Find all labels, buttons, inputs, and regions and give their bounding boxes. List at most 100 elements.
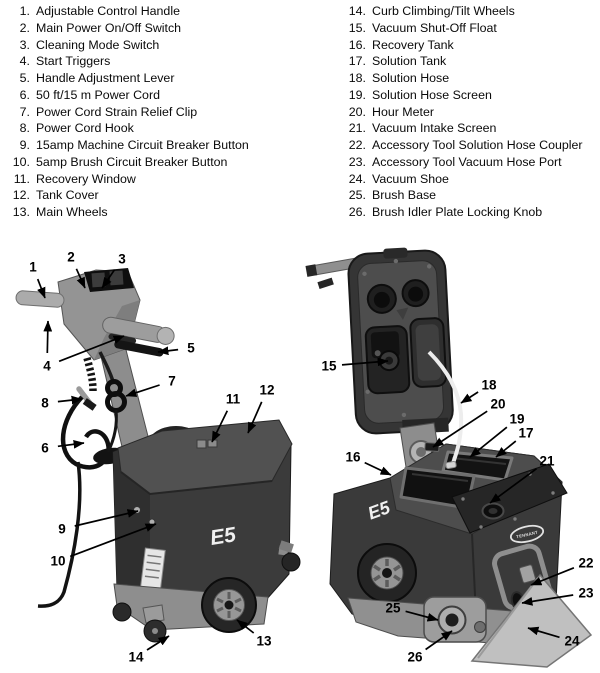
callout-arrow bbox=[58, 335, 125, 363]
callout-number: 26 bbox=[407, 650, 423, 665]
handle-rod-nub bbox=[317, 277, 334, 289]
parts-list-item: 9.15amp Machine Circuit Breaker Button bbox=[8, 137, 304, 154]
spec-plaque-shape bbox=[140, 547, 166, 590]
part-label: Solution Hose Screen bbox=[372, 87, 492, 102]
brand-logo-oval: TENNANT bbox=[509, 524, 545, 544]
open-lid-shape bbox=[347, 247, 454, 435]
part-label: Start Triggers bbox=[36, 54, 111, 69]
callout-18: 18 bbox=[460, 378, 497, 404]
callout-number: 22 bbox=[578, 556, 593, 571]
callout-number: 13 bbox=[256, 634, 272, 649]
callout-24: 24 bbox=[527, 626, 580, 649]
solution-hose-shape bbox=[427, 350, 464, 467]
callout-arrow bbox=[57, 395, 83, 405]
part-number: 2. bbox=[19, 20, 30, 35]
part-number: 8. bbox=[19, 121, 30, 136]
parts-list-item: 7. Power Cord Strain Relief Clip bbox=[8, 104, 304, 121]
part-number: 22. bbox=[348, 138, 366, 152]
part-number: 1. bbox=[19, 4, 30, 18]
parts-list-item: 17.Solution Tank bbox=[344, 53, 600, 70]
handle-adjustment-lever-shape bbox=[114, 339, 164, 357]
power-switch-panel bbox=[84, 268, 134, 292]
part-number: 24. bbox=[348, 171, 366, 186]
rear-caster-shape bbox=[112, 602, 132, 622]
callout-2: 2 bbox=[67, 250, 86, 289]
part-number: 11. bbox=[13, 171, 30, 186]
parts-list-item: 8. Power Cord Hook bbox=[8, 120, 304, 137]
parts-list-item: 5.Handle Adjustment Lever bbox=[8, 70, 304, 87]
callout-arrow bbox=[425, 630, 453, 651]
callout-1: 1 bbox=[29, 260, 46, 299]
part-number: 7. bbox=[19, 104, 30, 119]
machine-front-left-view-illustration: E5 bbox=[15, 268, 301, 643]
parts-list-item: 16. Recovery Tank bbox=[344, 37, 600, 54]
callout-number: 20 bbox=[490, 397, 505, 412]
callout-arrow bbox=[36, 278, 46, 299]
callout-number: 24 bbox=[564, 634, 580, 649]
part-number: 16. bbox=[348, 37, 366, 52]
callout-number: 23 bbox=[578, 586, 594, 601]
callout-3: 3 bbox=[101, 252, 126, 289]
part-number: 4. bbox=[19, 54, 30, 69]
callout-arrow bbox=[341, 357, 389, 367]
callout-22: 22 bbox=[530, 556, 594, 586]
part-label: Vacuum Shut-Off Float bbox=[372, 20, 497, 35]
parts-list-item: 11.Recovery Window bbox=[8, 171, 304, 188]
part-label: 50 ft/15 m Power Cord bbox=[36, 87, 160, 102]
part-label: Brush Idler Plate Locking Knob bbox=[372, 205, 543, 219]
part-label: Cleaning Mode Switch bbox=[36, 37, 160, 52]
part-label: 5amp Brush Circuit Breaker Button bbox=[36, 154, 228, 169]
callout-5: 5 bbox=[157, 341, 195, 356]
callout-7: 7 bbox=[125, 374, 176, 397]
part-number: 6. bbox=[19, 87, 30, 102]
callout-arrow bbox=[211, 410, 229, 443]
part-label: Vacuum Shoe bbox=[372, 171, 449, 186]
parts-list-item: 22.Accessory Tool Solution Hose Coupler bbox=[344, 137, 600, 154]
part-label: Power Cord Strain Relief Clip bbox=[36, 104, 198, 119]
part-label: Solution Tank bbox=[372, 54, 447, 69]
callout-number: 1 bbox=[29, 260, 37, 275]
parts-list-item: 20.Hour Meter bbox=[344, 104, 600, 121]
callout-number: 12 bbox=[259, 383, 274, 398]
callout-number: 6 bbox=[41, 441, 49, 456]
callout-number: 17 bbox=[518, 426, 533, 441]
part-label: Main Power On/Off Switch bbox=[36, 20, 182, 35]
callout-number: 16 bbox=[345, 450, 361, 465]
part-label: Recovery Tank bbox=[372, 37, 454, 52]
part-label: Power Cord Hook bbox=[36, 121, 134, 136]
callout-9: 9 bbox=[58, 509, 139, 537]
part-label: Accessory Tool Vacuum Hose Port bbox=[372, 154, 562, 169]
callout-25: 25 bbox=[385, 601, 439, 622]
parts-list-item: 26.Brush Idler Plate Locking Knob bbox=[344, 204, 600, 221]
callout-arrow bbox=[495, 440, 517, 458]
callout-number: 25 bbox=[385, 601, 401, 616]
parts-list-item: 18.Solution Hose bbox=[344, 70, 600, 87]
callout-arrow bbox=[125, 384, 160, 397]
parts-list-item: 13.Main Wheels bbox=[8, 204, 304, 221]
part-number: 21. bbox=[348, 121, 366, 136]
main-wheel-shape bbox=[201, 577, 257, 633]
callout-arrow bbox=[364, 461, 392, 476]
parts-list-item: 2. Main Power On/Off Switch bbox=[8, 20, 304, 37]
part-label: Hour Meter bbox=[372, 104, 434, 119]
parts-list-item: 4. Start Triggers bbox=[8, 53, 304, 70]
callout-number: 10 bbox=[50, 554, 65, 569]
tilt-wheel-right-shape bbox=[278, 540, 301, 572]
callout-15: 15 bbox=[321, 357, 389, 374]
solution-hose-screen-shape bbox=[445, 460, 457, 470]
parts-list-item: 10.5amp Brush Circuit Breaker Button bbox=[8, 154, 304, 171]
callout-20: 20 bbox=[432, 397, 506, 448]
callout-number: 19 bbox=[509, 412, 524, 427]
part-label: Vacuum Intake Screen bbox=[372, 121, 497, 136]
callout-number: 9 bbox=[58, 522, 66, 537]
callout-number: 15 bbox=[321, 359, 337, 374]
part-number: 15. bbox=[348, 20, 366, 35]
callout-4: 4 bbox=[43, 320, 125, 374]
callout-12: 12 bbox=[247, 383, 275, 434]
callout-arrow bbox=[469, 426, 508, 458]
part-label: Brush Base bbox=[372, 188, 437, 203]
callout-arrow bbox=[236, 619, 255, 634]
callout-number: 8 bbox=[41, 396, 49, 411]
